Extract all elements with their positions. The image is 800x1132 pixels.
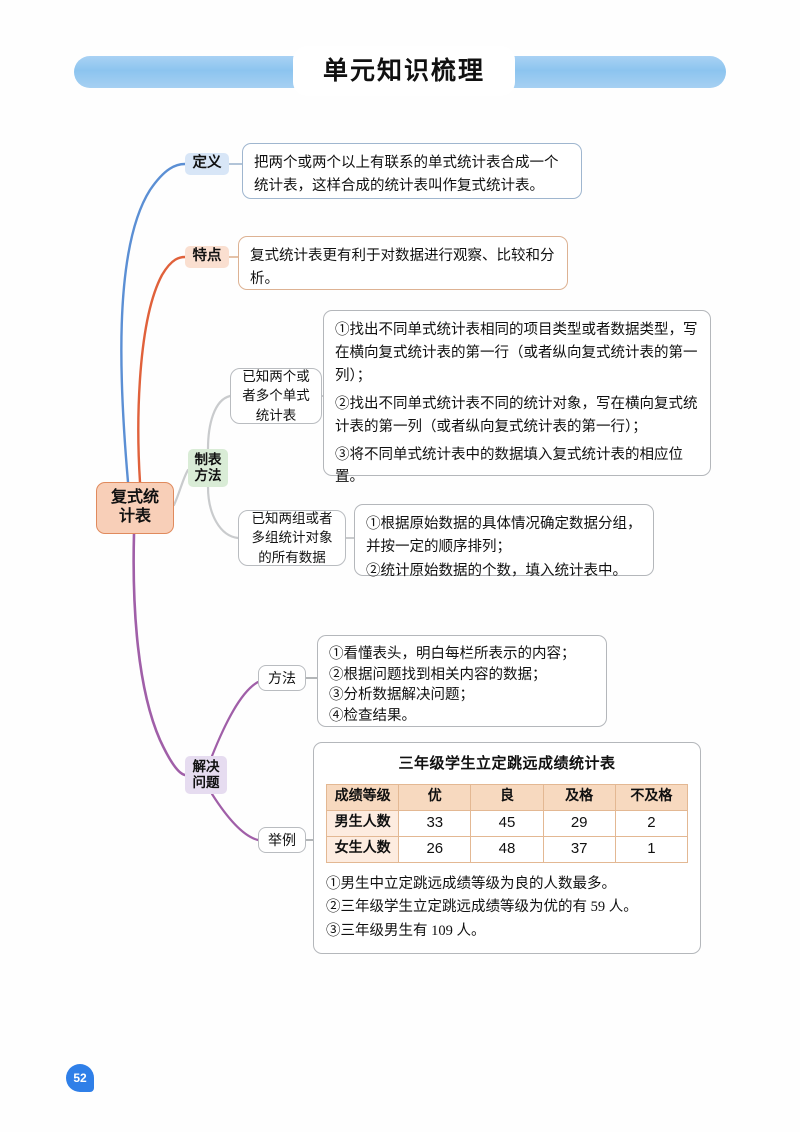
- content-box-case-a-steps: ①找出不同单式统计表相同的项目类型或者数据类型，写在横向复式统计表的第一行（或者…: [323, 310, 711, 485]
- root-node[interactable]: 复式统 计表: [96, 482, 174, 534]
- case-a-step-3: ③将不同单式统计表中的数据填入复式统计表的相应位置。: [335, 446, 683, 486]
- wire-case-a: [206, 394, 232, 451]
- root-node-label-line2: 计表: [118, 508, 151, 525]
- wire-make-table: [172, 468, 190, 507]
- feature-text: 复式统计表更有利于对数据进行观察、比较和分析。: [250, 248, 555, 287]
- sub-node-case-a[interactable]: 已知两个或 者多个单式 统计表: [230, 368, 322, 424]
- sub-node-example[interactable]: 举例: [258, 827, 306, 853]
- method-step-2: ②根据问题找到相关内容的数据；: [329, 666, 547, 683]
- stat-table-header-1: 优: [398, 783, 472, 811]
- page-title: 单元知识梳理: [322, 57, 485, 85]
- branch-label-definition[interactable]: 定义: [185, 153, 229, 175]
- root-node-label-line1: 复式统: [110, 489, 159, 507]
- content-box-definition: 把两个或两个以上有联系的单式统计表合成一个统计表，这样合成的统计表叫作复式统计表…: [242, 143, 582, 199]
- definition-text: 把两个或两个以上有联系的单式统计表合成一个统计表，这样合成的统计表叫作复式统计表…: [254, 155, 559, 194]
- content-box-example: 三年级学生立定跳远成绩统计表 成绩等级 优 良 及格 不及格 男生人数 33 4…: [313, 742, 701, 954]
- stat-row-1-value-3: 1: [614, 835, 689, 863]
- branch-label-make-table-line1: 制表: [194, 452, 222, 468]
- case-a-step-2: ②找出不同单式统计表不同的统计对象，写在横向复式统计表的第一列（或者纵向复式统计…: [335, 395, 698, 435]
- stat-table-header-4: 不及格: [614, 783, 689, 811]
- stat-table-header-2: 良: [470, 783, 544, 811]
- content-box-method-steps: ①看懂表头，明白每栏所表示的内容； ②根据问题找到相关内容的数据； ③分析数据解…: [317, 635, 607, 727]
- case-b-step-1: ①根据原始数据的具体情况确定数据分组，并按一定的顺序排列；: [366, 516, 642, 555]
- sub-node-case-b-line2: 多组统计对象: [251, 530, 333, 546]
- page-number-text: 52: [73, 1071, 87, 1085]
- example-conclusion-1: ①男生中立定跳远成绩等级为良的人数最多。: [326, 875, 616, 892]
- stat-table-header-3: 及格: [542, 783, 616, 811]
- wire-case-b: [206, 485, 240, 540]
- wire-definition: [120, 162, 187, 484]
- branch-label-solve-problem[interactable]: 解决 问题: [185, 756, 227, 794]
- sub-node-case-a-line1: 已知两个或: [242, 368, 310, 384]
- sub-node-case-b-line3: 的所有数据: [258, 549, 326, 565]
- branch-label-definition-text: 定义: [192, 155, 222, 172]
- wire-method: [210, 680, 260, 758]
- branch-label-solve-line2: 问题: [192, 775, 220, 790]
- case-b-step-2: ②统计原始数据的个数，填入统计表中。: [366, 562, 627, 579]
- content-box-feature: 复式统计表更有利于对数据进行观察、比较和分析。: [238, 236, 568, 290]
- branch-label-feature[interactable]: 特点: [185, 246, 229, 268]
- branch-label-make-table[interactable]: 制表 方法: [188, 449, 228, 487]
- branch-label-make-table-line2: 方法: [194, 468, 222, 483]
- sub-node-example-text: 举例: [268, 831, 296, 848]
- table-row: 女生人数 26 48 37 1: [325, 835, 689, 863]
- stat-row-1-name: 女生人数: [325, 835, 400, 863]
- stat-row-0-name: 男生人数: [325, 809, 400, 837]
- sub-node-method[interactable]: 方法: [258, 665, 306, 691]
- wire-feature: [137, 255, 187, 484]
- example-conclusion-2: ②三年级学生立定跳远成绩等级为优的有 59 人。: [326, 899, 638, 916]
- stat-row-1-value-0: 26: [398, 835, 472, 863]
- content-box-case-b-steps: ①根据原始数据的具体情况确定数据分组，并按一定的顺序排列； ②统计原始数据的个数…: [354, 504, 654, 579]
- stat-row-1-value-2: 37: [542, 835, 616, 863]
- method-step-1: ①看懂表头，明白每栏所表示的内容；: [329, 646, 576, 662]
- table-row: 男生人数 33 45 29 2: [325, 809, 689, 837]
- stat-table-header-0: 成绩等级: [325, 783, 400, 811]
- wire-example: [210, 792, 260, 842]
- page-title-banner: 单元知识梳理: [74, 46, 726, 96]
- stat-row-0-value-1: 45: [470, 809, 544, 837]
- sub-node-case-a-line3: 统计表: [255, 407, 297, 423]
- stat-row-1-value-1: 48: [470, 835, 544, 863]
- method-step-4: ④检查结果。: [329, 707, 416, 724]
- method-step-3: ③分析数据解决问题；: [329, 687, 474, 704]
- case-a-step-1: ①找出不同单式统计表相同的项目类型或者数据类型，写在横向复式统计表的第一行（或者…: [335, 322, 698, 384]
- sub-node-case-a-line2: 者多个单式: [242, 388, 310, 404]
- example-conclusions: ①男生中立定跳远成绩等级为良的人数最多。 ②三年级学生立定跳远成绩等级为优的有 …: [326, 873, 688, 943]
- stat-table: 成绩等级 优 良 及格 不及格 男生人数 33 45 29 2 女生人数 26: [325, 783, 689, 863]
- banner-plate: [293, 46, 515, 96]
- stat-row-0-value-0: 33: [398, 809, 472, 837]
- wire-solve-problem: [132, 532, 187, 777]
- page-number-badge: 52: [66, 1064, 94, 1092]
- branch-label-feature-text: 特点: [192, 248, 222, 265]
- example-conclusion-3: ③三年级男生有 109 人。: [326, 922, 486, 939]
- sub-node-method-text: 方法: [268, 669, 296, 686]
- stat-table-header-row: 成绩等级 优 良 及格 不及格: [325, 783, 689, 811]
- stat-row-0-value-2: 29: [542, 809, 616, 837]
- sub-node-case-b[interactable]: 已知两组或者 多组统计对象 的所有数据: [238, 510, 346, 566]
- stat-table-title: 三年级学生立定跳远成绩统计表: [398, 756, 616, 772]
- stat-row-0-value-3: 2: [614, 809, 689, 837]
- branch-label-solve-line1: 解决: [192, 759, 220, 775]
- sub-node-case-b-line1: 已知两组或者: [251, 510, 333, 526]
